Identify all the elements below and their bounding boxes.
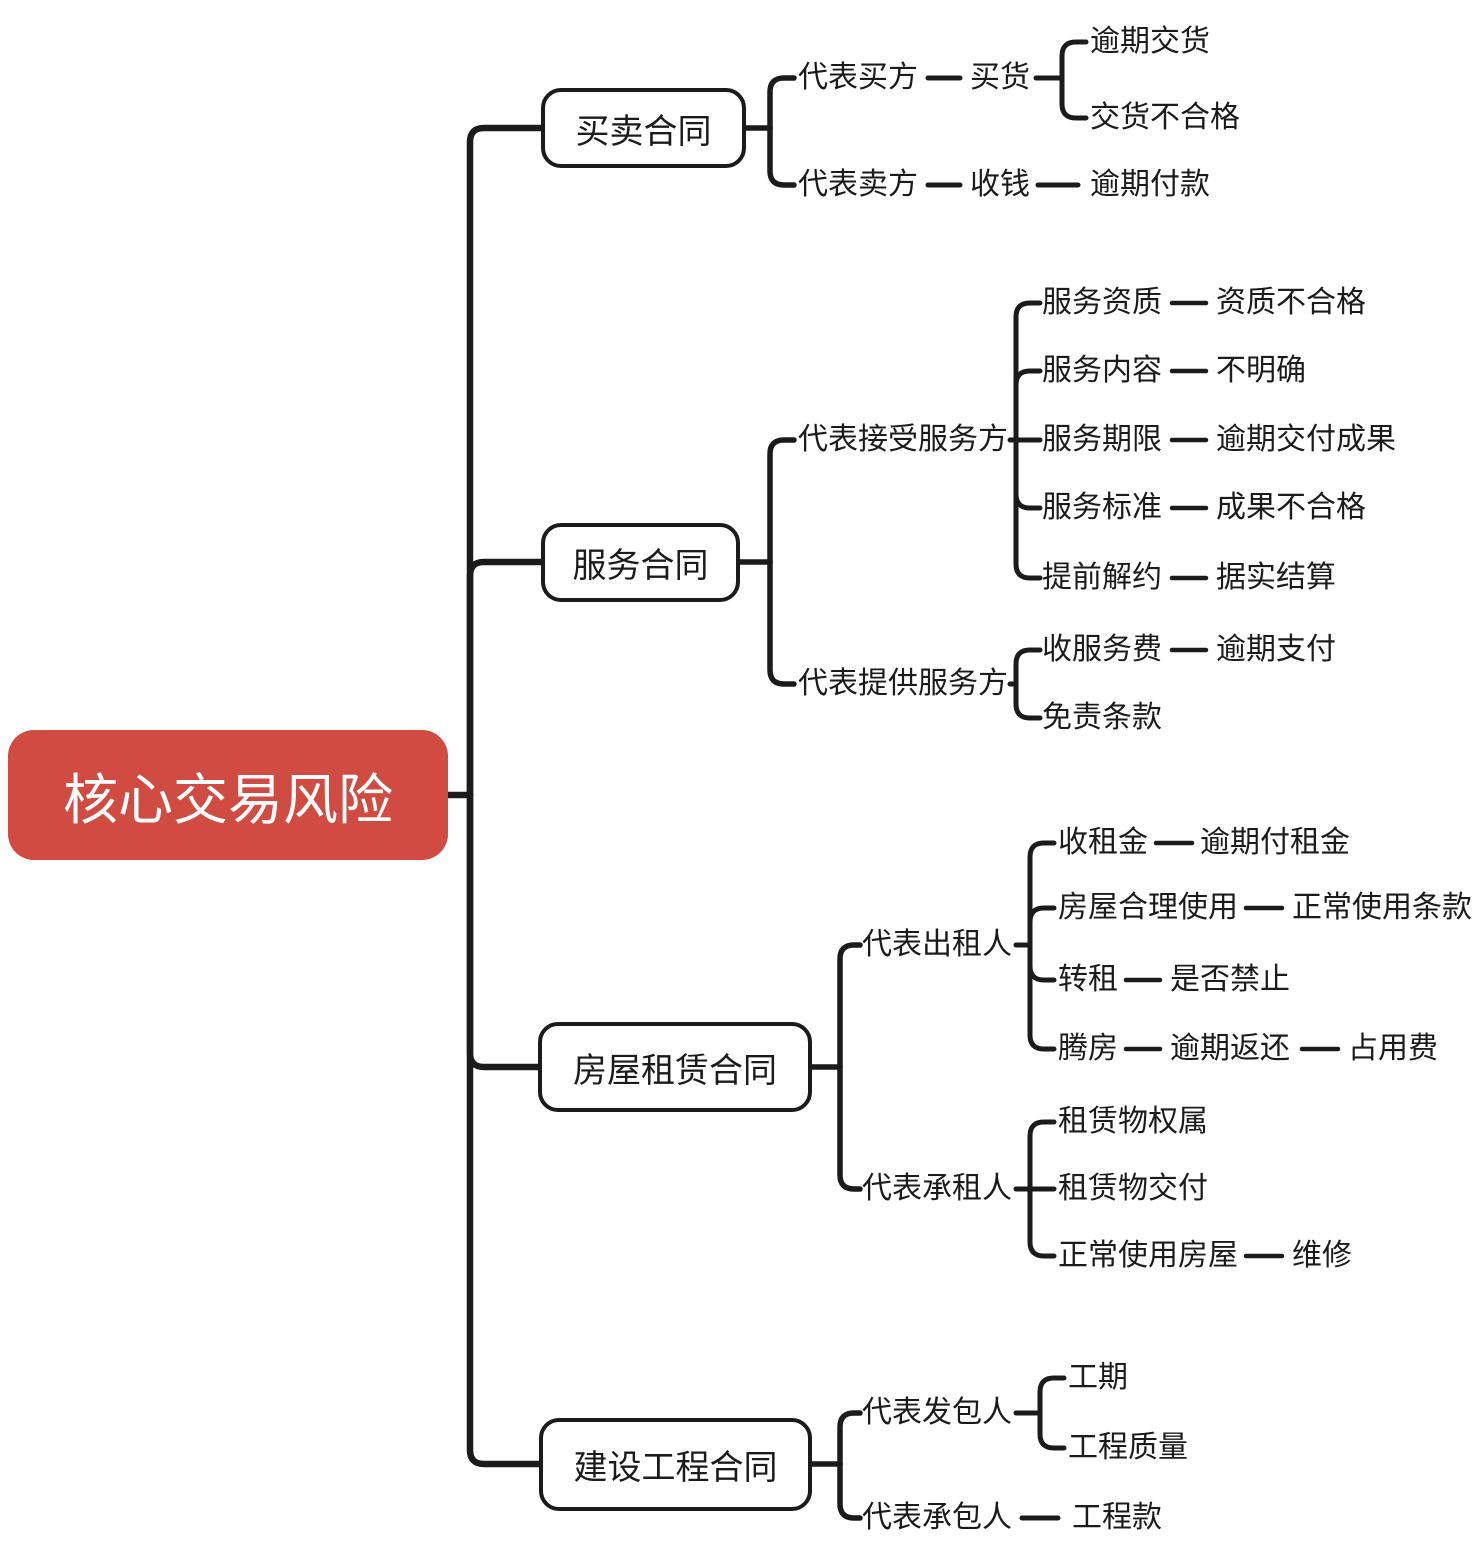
topic-buy-goods[interactable]: 买货 xyxy=(970,61,1030,94)
topic-represent-lessee[interactable]: 代表承租人 xyxy=(862,1172,1012,1205)
connector-trunk xyxy=(444,124,545,1468)
topic-late-rent-payment[interactable]: 逾期付租金 xyxy=(1200,826,1350,859)
topic-represent-service-provider[interactable]: 代表提供服务方 xyxy=(798,667,1008,700)
topic-project-payment[interactable]: 工程款 xyxy=(1072,1501,1162,1534)
topic-unclear[interactable]: 不明确 xyxy=(1216,354,1306,387)
topic-reasonable-house-use[interactable]: 房屋合理使用 xyxy=(1058,891,1238,924)
topic-service-contract[interactable]: 服务合同 xyxy=(541,523,740,602)
topic-vacate-house[interactable]: 腾房 xyxy=(1058,1032,1118,1065)
topic-occupancy-fee[interactable]: 占用费 xyxy=(1348,1032,1438,1065)
topic-disclaimer-clause[interactable]: 免责条款 xyxy=(1042,701,1162,734)
topic-service-content[interactable]: 服务内容 xyxy=(1042,354,1162,387)
root-topic-core-transaction-risk[interactable]: 核心交易风险 xyxy=(8,730,448,860)
topic-sublease[interactable]: 转租 xyxy=(1058,963,1118,996)
topic-construction-contract[interactable]: 建设工程合同 xyxy=(539,1418,812,1511)
topic-qualification-not-qualified[interactable]: 资质不合格 xyxy=(1216,286,1366,319)
topic-service-term[interactable]: 服务期限 xyxy=(1042,423,1162,456)
topic-late-payment[interactable]: 逾期付款 xyxy=(1090,168,1210,201)
topic-whether-prohibited[interactable]: 是否禁止 xyxy=(1170,963,1290,996)
connector-level2 xyxy=(737,75,863,1521)
topic-late-delivery[interactable]: 逾期交货 xyxy=(1090,25,1210,58)
topic-deliverable-not-qualified[interactable]: 成果不合格 xyxy=(1216,491,1366,524)
topic-represent-contractor[interactable]: 代表承包人 xyxy=(862,1501,1012,1534)
topic-late-return[interactable]: 逾期返还 xyxy=(1170,1032,1290,1065)
topic-represent-buyer[interactable]: 代表买方 xyxy=(798,61,918,94)
topic-collect-rent[interactable]: 收租金 xyxy=(1058,826,1148,859)
topic-lease-delivery[interactable]: 租赁物交付 xyxy=(1058,1172,1208,1205)
topic-house-lease-contract[interactable]: 房屋租赁合同 xyxy=(538,1022,812,1112)
topic-construction-period[interactable]: 工期 xyxy=(1068,1361,1128,1394)
topic-late-deliverables[interactable]: 逾期交付成果 xyxy=(1216,423,1396,456)
topic-lease-ownership[interactable]: 租赁物权属 xyxy=(1058,1105,1208,1138)
topic-maintenance[interactable]: 维修 xyxy=(1292,1239,1352,1272)
topic-collect-payment[interactable]: 收钱 xyxy=(970,168,1030,201)
connector-level3 xyxy=(925,39,1089,1521)
topic-represent-lessor[interactable]: 代表出租人 xyxy=(862,928,1012,961)
topic-sales-contract[interactable]: 买卖合同 xyxy=(541,88,746,168)
topic-late-fee-payment[interactable]: 逾期支付 xyxy=(1216,633,1336,666)
topic-early-termination[interactable]: 提前解约 xyxy=(1042,561,1162,594)
topic-normal-house-use[interactable]: 正常使用房屋 xyxy=(1058,1239,1238,1272)
topic-represent-employer[interactable]: 代表发包人 xyxy=(862,1396,1012,1429)
topic-collect-service-fee[interactable]: 收服务费 xyxy=(1042,633,1162,666)
topic-delivery-not-qualified[interactable]: 交货不合格 xyxy=(1090,101,1240,134)
topic-service-standard[interactable]: 服务标准 xyxy=(1042,491,1162,524)
topic-service-qualification[interactable]: 服务资质 xyxy=(1042,286,1162,319)
topic-normal-use-clause[interactable]: 正常使用条款 xyxy=(1292,891,1472,924)
connector-level4 xyxy=(1123,300,1341,1259)
topic-settle-per-actual[interactable]: 据实结算 xyxy=(1216,561,1336,594)
topic-represent-service-receiver[interactable]: 代表接受服务方 xyxy=(798,423,1008,456)
topic-project-quality[interactable]: 工程质量 xyxy=(1068,1431,1188,1464)
topic-represent-seller[interactable]: 代表卖方 xyxy=(798,168,918,201)
